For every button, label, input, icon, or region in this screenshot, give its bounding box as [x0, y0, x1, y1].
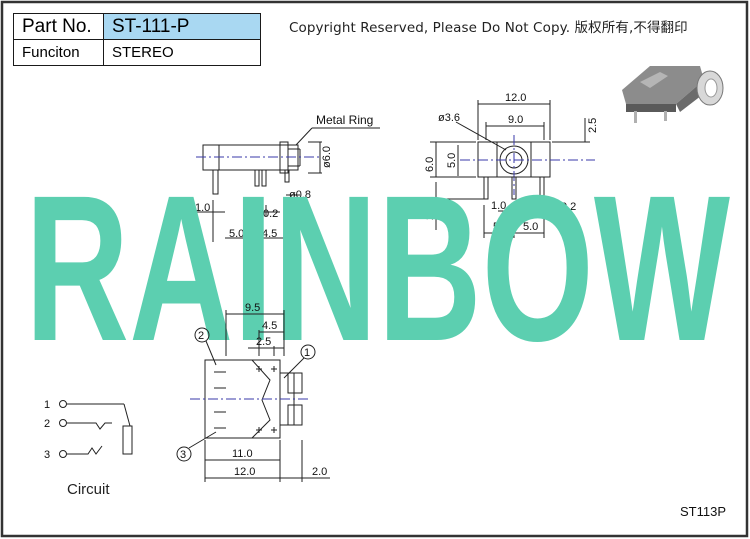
- dim-front-6-0: 6.0: [424, 157, 436, 172]
- dim-top-4-5: 4.5: [262, 320, 277, 332]
- circuit-diagram: [59, 400, 133, 458]
- dim-front-9-0: 9.0: [508, 114, 523, 126]
- front-view: [430, 100, 595, 238]
- dim-front-2-5: 2.5: [587, 118, 599, 133]
- model-code: ST113P: [680, 504, 727, 519]
- top-view: [176, 310, 330, 482]
- dim-ring-diameter: ø6.0: [321, 146, 333, 168]
- dim-side-4-5: 4.5: [262, 228, 277, 240]
- dim-front-5-0: 5.0: [446, 153, 458, 168]
- dim-top-9-5: 9.5: [245, 302, 260, 314]
- circuit-labels: 1 2 3 Circuit: [44, 399, 110, 498]
- part-no-value: ST-111-P: [103, 13, 261, 40]
- jack-3d-render-icon: [622, 66, 724, 123]
- pin-marker-2: 2: [198, 330, 204, 342]
- dim-top-11-0: 11.0: [232, 448, 253, 460]
- part-info-table: Part No. ST-111-P Funciton STEREO: [13, 13, 261, 66]
- side-view-dims: Metal Ring ø6.0 ø0.8 1.0 0.2 5.0 4.5: [195, 113, 373, 240]
- pin-marker-3: 3: [180, 449, 186, 461]
- dim-side-5-0: 5.0: [229, 228, 244, 240]
- dim-top-2-5: 2.5: [256, 336, 271, 348]
- top-view-dims: 9.5 4.5 2.5 11.0 12.0 2.0 2 1 3: [180, 302, 327, 478]
- function-label: Funciton: [13, 39, 104, 66]
- dim-front-5-0-left: 5.0: [493, 221, 508, 233]
- watermark: RAINBOW: [25, 153, 730, 385]
- dim-front-12-0: 12.0: [505, 92, 526, 104]
- circuit-pin-2: 2: [44, 418, 50, 430]
- dim-front-5-0-right: 5.0: [523, 221, 538, 233]
- dim-front-1-0: 1.0: [491, 200, 506, 212]
- dim-front-2-2: 2.2: [424, 205, 436, 220]
- dim-pin-diameter: ø0.8: [289, 189, 311, 201]
- dim-top-2-0: 2.0: [312, 466, 327, 478]
- copyright-notice: Copyright Reserved, Please Do Not Copy. …: [289, 20, 688, 36]
- part-no-row: Part No. ST-111-P: [13, 13, 261, 40]
- dim-top-12-0: 12.0: [234, 466, 255, 478]
- part-no-label: Part No.: [13, 13, 104, 40]
- function-row: Funciton STEREO: [13, 39, 261, 66]
- function-value: STEREO: [103, 39, 261, 66]
- dim-side-0-2: 0.2: [263, 208, 278, 220]
- side-leg-left: [212, 169, 219, 195]
- circuit-pin-1: 1: [44, 399, 50, 411]
- front-view-dims: 12.0 9.0 ø3.6 2.5 6.0 5.0 1.0 0.2 2.2 5.…: [424, 92, 599, 233]
- dim-side-1-0: 1.0: [195, 202, 210, 214]
- metal-ring-callout: Metal Ring: [316, 113, 373, 127]
- circuit-label: Circuit: [67, 481, 110, 498]
- dim-front-0-2: 0.2: [561, 201, 576, 213]
- circuit-pin-3: 3: [44, 449, 50, 461]
- pin-marker-1: 1: [304, 347, 310, 359]
- dim-front-hole-diameter: ø3.6: [438, 112, 460, 124]
- side-view: [196, 127, 380, 242]
